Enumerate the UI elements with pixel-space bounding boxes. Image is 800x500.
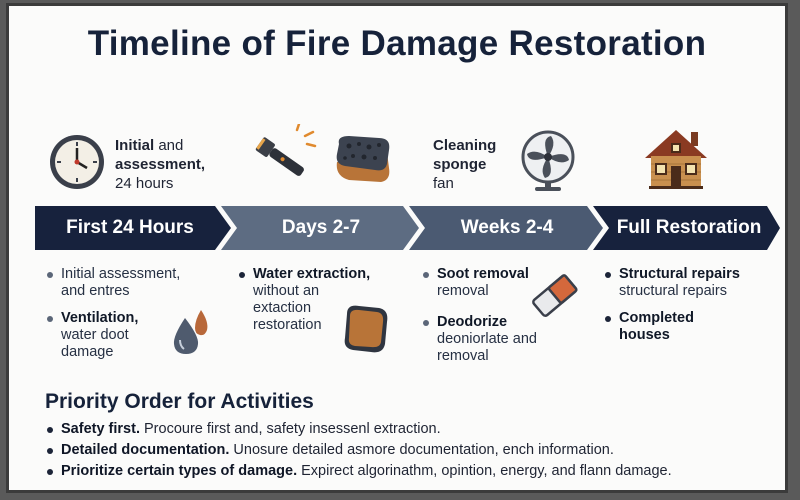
list-item: Safety first. Procoure first and, safety… [47,419,672,440]
column-weeks-2-4: Soot removal removal Deodorize deoniorla… [423,266,583,375]
infographic-frame: Timeline of Fire Damage Restoration Init… [6,3,788,493]
list-item: Soot removal removal [423,266,583,300]
list-item: Completed houses [605,310,775,344]
list-item: Ventilation, water doot damage [47,310,207,361]
list-item: Water extraction, without an extaction r… [239,266,389,334]
list-item: Structural repairs structural repairs [605,266,775,300]
list-item: Detailed documentation. Unosure detailed… [47,440,672,461]
column-first-24-hours: Initial assessment, and entres Ventilati… [47,266,207,371]
phase-arrow-1 [35,206,231,250]
eraser-icon [532,274,578,317]
column-days-2-7: Water extraction, without an extaction r… [239,266,389,344]
list-item: Deodorize deoniorlate and removal [423,314,583,365]
list-item: Prioritize certain types of damage. Expi… [47,461,672,482]
fan-icon [521,130,575,191]
phase-arrow-3 [409,206,603,250]
list-item: Initial assessment, and entres [47,266,207,300]
page-title: Timeline of Fire Damage Restoration [87,24,707,63]
sponge-icon [336,136,390,182]
timeline-arrow-bar [35,206,780,250]
sponge-icon [344,305,388,353]
water-drop-icon [173,310,208,354]
clock-icon [50,135,104,189]
priority-list: Safety first. Procoure first and, safety… [47,419,672,482]
phase-arrow-4 [593,206,780,250]
house-icon [645,130,707,189]
phase-arrow-2 [221,206,419,250]
flashlight-icon [255,124,317,176]
column-full-restoration: Structural repairs structural repairs Co… [605,266,775,354]
note-initial-assessment: Initial and assessment, 24 hours [115,137,206,192]
note-cleaning: Cleaning sponge fan [433,137,497,192]
priority-title: Priority Order for Activities [45,390,314,413]
